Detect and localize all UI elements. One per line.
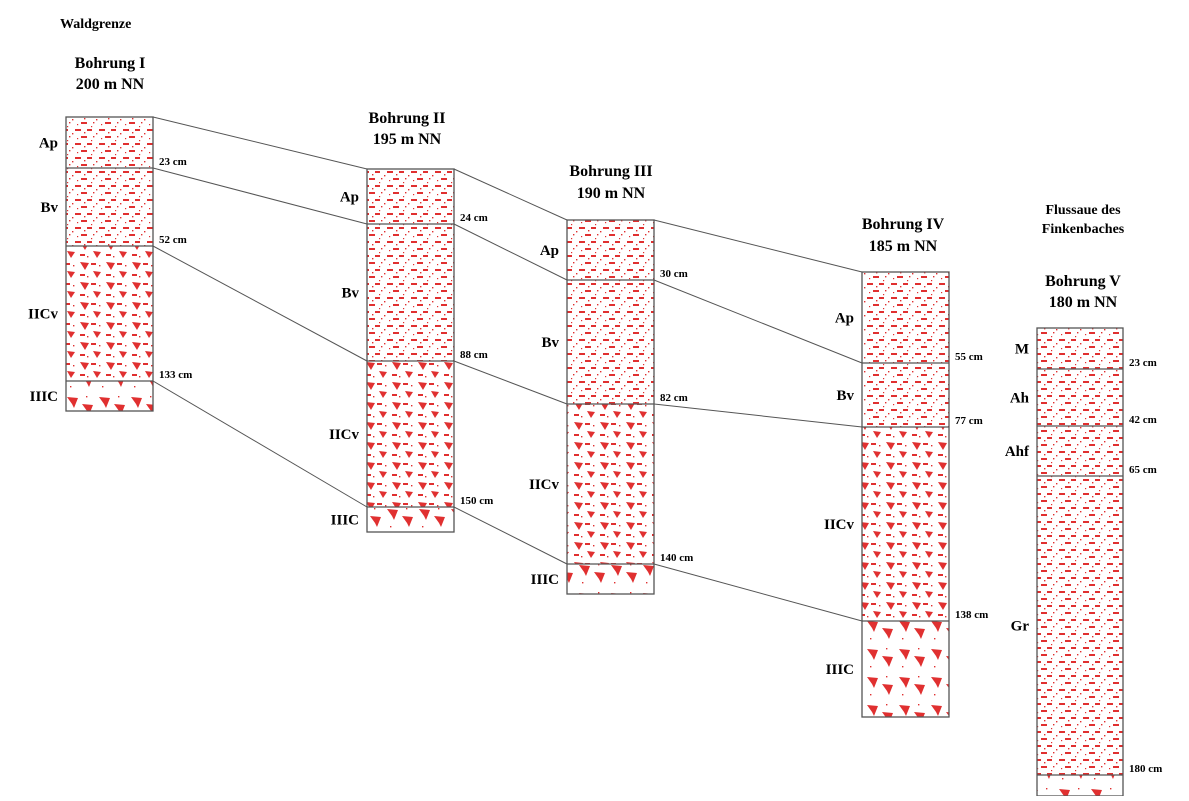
site-label-floodplain-line1: Flussaue des <box>1045 203 1121 218</box>
borehole-outline <box>366 168 455 533</box>
depth-label: 180 cm <box>1129 763 1162 775</box>
horizon-fill-iiic <box>567 564 654 594</box>
horizon-label: Gr <box>1011 619 1030 635</box>
horizon-fill-bv <box>66 168 153 246</box>
depth-label: 150 cm <box>460 495 493 507</box>
horizon-fill-ap <box>862 272 949 363</box>
horizon-fill-iicv <box>862 427 949 621</box>
borehole-elevation: 190 m NN <box>577 185 646 202</box>
horizon-label: Ap <box>39 136 58 152</box>
depth-label: 140 cm <box>660 552 693 564</box>
horizon-fill-iiic <box>367 507 454 532</box>
horizon-label: IIIC <box>30 389 58 405</box>
site-label-forest-edge: Waldgrenze <box>60 17 131 32</box>
horizon-fill-bv <box>862 363 949 427</box>
horizon-label: Ap <box>340 190 359 206</box>
site-label-floodplain-line2: Finkenbaches <box>1042 222 1125 237</box>
horizon-label: IICv <box>28 307 59 323</box>
horizon-fill-bv <box>567 280 654 404</box>
correlation-line <box>453 360 568 405</box>
horizon-label: IIIC <box>531 572 559 588</box>
horizon-label: IIIC <box>826 662 854 678</box>
depth-label: 88 cm <box>460 349 488 361</box>
horizon-fill-iicv <box>367 361 454 507</box>
depth-label: 82 cm <box>660 392 688 404</box>
borehole-elevation: 200 m NN <box>76 76 145 93</box>
horizon-fill-ah <box>1037 369 1123 426</box>
borehole-elevation: 180 m NN <box>1049 294 1118 311</box>
horizon-fill-bv <box>367 224 454 361</box>
horizon-fill-iicv <box>66 246 153 381</box>
depth-label: 65 cm <box>1129 464 1157 476</box>
correlation-line <box>152 380 368 508</box>
horizon-fill-gr <box>1037 476 1123 775</box>
borehole-elevation: 195 m NN <box>373 131 442 148</box>
horizon-fill-iicv <box>567 404 654 564</box>
borehole-name: Bohrung III <box>569 163 652 180</box>
horizon-fill-ap <box>567 220 654 280</box>
depth-label: 52 cm <box>159 234 187 246</box>
borehole-name: Bohrung IV <box>862 216 945 233</box>
horizon-fill-iiic <box>66 381 153 411</box>
correlation-line <box>152 167 368 225</box>
depth-label: 77 cm <box>955 415 983 427</box>
horizon-label: IICv <box>529 477 560 493</box>
correlation-line <box>653 563 863 622</box>
horizon-label: IICv <box>329 427 360 443</box>
correlation-line <box>152 245 368 362</box>
correlation-line <box>453 168 568 221</box>
correlation-line <box>152 116 368 170</box>
borehole-outline <box>861 271 950 718</box>
correlation-line <box>653 279 863 364</box>
borehole-outline <box>566 219 655 595</box>
horizon-label: Ah <box>1010 391 1030 407</box>
horizon-label: IICv <box>824 517 855 533</box>
horizon-fill-m <box>1037 328 1123 369</box>
depth-label: 23 cm <box>1129 357 1157 369</box>
horizon-label: Bv <box>341 286 359 302</box>
correlation-lines <box>152 116 863 622</box>
depth-label: 30 cm <box>660 268 688 280</box>
horizon-fill-ahf <box>1037 426 1123 476</box>
borehole-elevation: 185 m NN <box>869 238 938 255</box>
horizon-fill-ap <box>66 117 153 168</box>
horizon-label: Bv <box>40 200 58 216</box>
horizon-label: M <box>1015 342 1029 358</box>
horizon-label: Bv <box>836 388 854 404</box>
depth-label: 138 cm <box>955 609 988 621</box>
horizon-label: IIIC <box>331 513 359 529</box>
depth-label: 55 cm <box>955 351 983 363</box>
horizon-fill-base <box>1037 775 1123 796</box>
depth-label: 23 cm <box>159 156 187 168</box>
correlation-line <box>653 219 863 273</box>
horizon-fill-iiic <box>862 621 949 717</box>
depth-label: 42 cm <box>1129 414 1157 426</box>
horizon-label: Ap <box>540 243 559 259</box>
horizon-label: Bv <box>541 335 559 351</box>
site-labels: Waldgrenze Flussaue des Finkenbaches <box>60 17 1125 237</box>
depth-label: 133 cm <box>159 369 192 381</box>
correlation-line <box>453 223 568 281</box>
borehole-name: Bohrung V <box>1045 273 1121 290</box>
horizon-label: Ahf <box>1005 444 1030 460</box>
depth-label: 24 cm <box>460 212 488 224</box>
borehole-name: Bohrung I <box>75 55 146 72</box>
correlation-line <box>453 506 568 565</box>
borehole-outline <box>65 116 154 412</box>
borehole-name: Bohrung II <box>369 110 446 127</box>
correlation-line <box>653 403 863 428</box>
horizon-label: Ap <box>835 311 854 327</box>
horizon-fill-ap <box>367 169 454 224</box>
